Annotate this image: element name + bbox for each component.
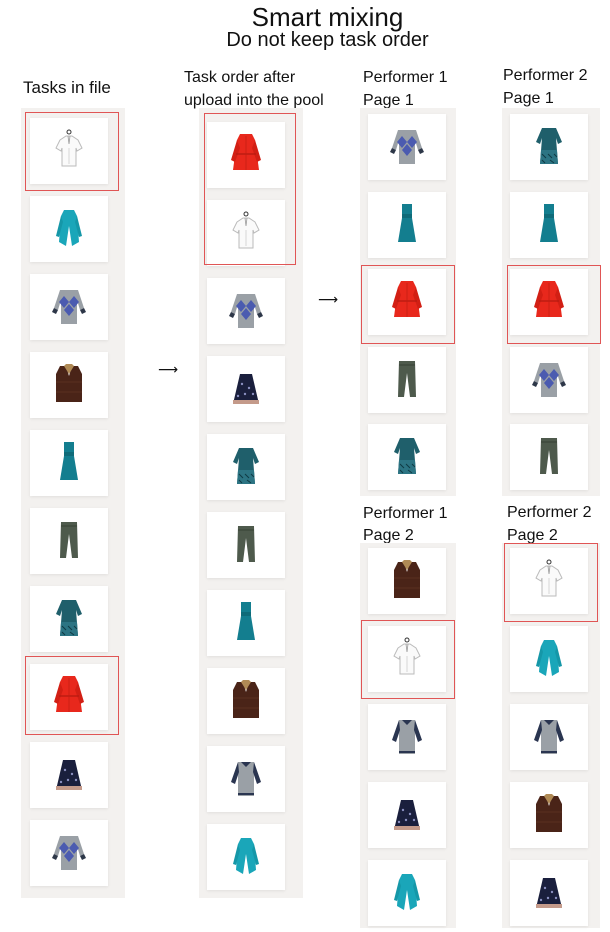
argyle-sweater-image xyxy=(30,274,108,340)
highlight-p2-red-coat xyxy=(507,265,601,344)
highlight-p2-page2-white-shirt xyxy=(504,543,598,622)
patterned-tunic-image xyxy=(368,424,446,490)
red-coat-image xyxy=(207,122,285,188)
teal-coat-image xyxy=(207,824,285,890)
highlight-p1-page2-white-shirt xyxy=(361,620,455,699)
teal-coat-image xyxy=(510,626,588,692)
brown-vest-image xyxy=(30,352,108,418)
arrow-pool-to-performers: ⟶ xyxy=(318,291,339,307)
patterned-tunic-image xyxy=(30,586,108,652)
column-label-tasks-in-file: Tasks in file xyxy=(23,78,111,97)
red-coat-image xyxy=(368,269,446,335)
navy-skirt-image xyxy=(207,356,285,422)
highlight-file-white-shirt xyxy=(25,112,119,191)
navy-skirt-image xyxy=(30,742,108,808)
raglan-sweater-image xyxy=(510,704,588,770)
gray-pants-image xyxy=(510,424,588,490)
brown-vest-image xyxy=(207,668,285,734)
teal-coat-image xyxy=(30,196,108,262)
red-coat-image xyxy=(30,664,108,730)
gray-pants-image xyxy=(30,508,108,574)
column-label-p1-page1-line2: Page 1 xyxy=(363,92,414,109)
raglan-sweater-image xyxy=(368,704,446,770)
column-label-p2-page2-line1: Performer 2 xyxy=(507,504,592,521)
white-shirt-image xyxy=(510,548,588,614)
column-label-p2-page1-line2: Page 1 xyxy=(503,90,554,107)
diagram-title: Smart mixing xyxy=(251,2,404,32)
white-shirt-image xyxy=(30,118,108,184)
teal-dress-image xyxy=(30,430,108,496)
raglan-sweater-image xyxy=(207,746,285,812)
column-label-p2-page2-line2: Page 2 xyxy=(507,527,558,544)
gray-pants-image xyxy=(207,512,285,578)
teal-dress-image xyxy=(510,192,588,258)
highlight-p1-red-coat xyxy=(361,265,455,344)
argyle-sweater-image xyxy=(368,114,446,180)
navy-skirt-image xyxy=(510,860,588,926)
navy-skirt-image xyxy=(368,782,446,848)
white-shirt-image xyxy=(368,626,446,692)
highlight-pool-top-two xyxy=(204,113,296,265)
teal-dress-image xyxy=(207,590,285,656)
column-label-pool-line2: upload into the pool xyxy=(184,92,324,109)
argyle-sweater-image xyxy=(207,278,285,344)
argyle-sweater-image xyxy=(30,820,108,886)
highlight-file-red-coat xyxy=(25,656,119,735)
arrow-file-to-pool: ⟶ xyxy=(158,361,179,377)
column-label-p1-page2-line1: Performer 1 xyxy=(363,505,448,522)
gray-pants-image xyxy=(368,347,446,413)
patterned-tunic-image xyxy=(207,434,285,500)
patterned-tunic-image xyxy=(510,114,588,180)
white-shirt-image xyxy=(207,200,285,266)
red-coat-image xyxy=(510,269,588,335)
brown-vest-image xyxy=(368,548,446,614)
column-label-p1-page2-line2: Page 2 xyxy=(363,527,414,544)
teal-dress-image xyxy=(368,192,446,258)
column-label-pool-line1: Task order after xyxy=(184,69,296,86)
teal-coat-image xyxy=(368,860,446,926)
column-label-p2-page1-line1: Performer 2 xyxy=(503,67,588,84)
column-label-p1-page1-line1: Performer 1 xyxy=(363,69,448,86)
brown-vest-image xyxy=(510,782,588,848)
argyle-sweater-image xyxy=(510,347,588,413)
diagram-subtitle: Do not keep task order xyxy=(226,29,429,51)
